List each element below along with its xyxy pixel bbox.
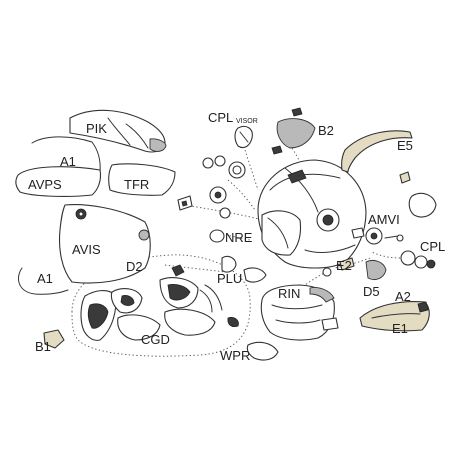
label-visor: VISOR: [236, 118, 258, 125]
label-d5: D5: [363, 284, 380, 299]
label-plu: PLU: [217, 271, 243, 286]
small-mechanism-parts-left: [177, 186, 231, 219]
cgd-padding-cluster: [80, 264, 239, 341]
cpl-side-mechanism: [400, 192, 437, 269]
label-e1: E1: [392, 321, 408, 336]
label-tfr: TFR: [124, 177, 150, 192]
label-a1-bottom: A1: [37, 271, 53, 286]
label-d2: D2: [126, 259, 143, 274]
a1-bottom-trim: [18, 267, 69, 295]
label-a1-top: A1: [60, 154, 76, 169]
b1-part: [43, 329, 65, 349]
wpr-part: [246, 341, 279, 361]
label-cpl-visor: CPL: [208, 110, 234, 125]
helmet-shell: [257, 159, 367, 269]
e5-curved-trim: [341, 130, 413, 184]
label-pik: PIK: [86, 121, 107, 136]
plu-part: [221, 255, 267, 283]
label-b2: B2: [318, 123, 334, 138]
amvi-mechanism: [351, 227, 404, 245]
e2-d5-parts: [322, 257, 387, 281]
label-a2: A2: [395, 289, 411, 304]
label-rin: RIN: [278, 286, 301, 301]
avis-visor-part: [58, 204, 151, 284]
rin-liner: [260, 284, 339, 341]
b2-part: [271, 107, 316, 155]
label-avis: AVIS: [72, 242, 101, 257]
label-e2: E2: [336, 258, 352, 273]
label-amvi: AMVI: [368, 212, 400, 227]
label-avps: AVPS: [28, 177, 62, 192]
nre-ring: [209, 229, 225, 243]
tfr-visor-part: [108, 163, 176, 196]
label-wpr: WPR: [220, 348, 251, 363]
a2-e1-trim: [359, 301, 430, 332]
a1-top-trim: [31, 136, 101, 173]
label-nre: NRE: [225, 230, 253, 245]
avps-visor-part: [15, 166, 102, 197]
label-e5: E5: [397, 138, 413, 153]
label-b1: B1: [35, 339, 51, 354]
label-cgd: CGD: [141, 332, 170, 347]
label-cpl-right: CPL: [420, 239, 446, 254]
cpl-visor-mechanism: [202, 125, 253, 179]
pik-peak-part: [69, 109, 167, 153]
